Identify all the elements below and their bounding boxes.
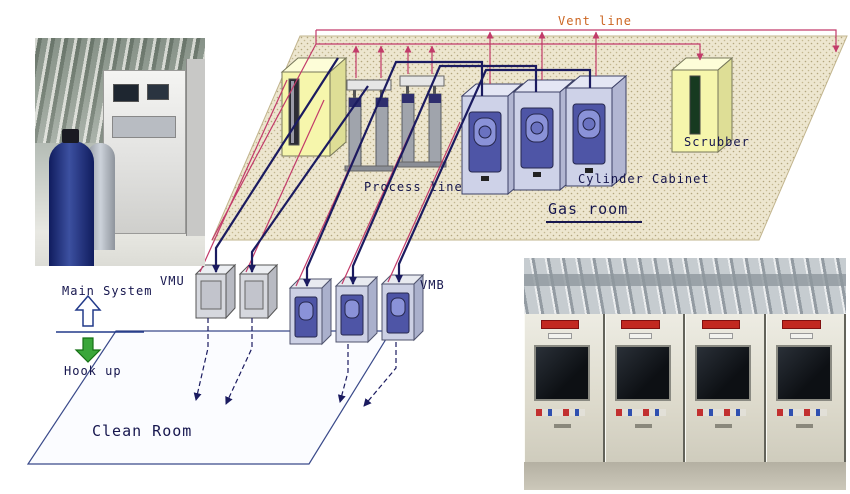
cylinder-cabinet-1 — [460, 82, 524, 196]
photo-cabinet-2 — [604, 313, 685, 463]
process-line-sticks — [344, 75, 447, 172]
photo-window — [534, 344, 591, 402]
hookup-dashed-lines — [193, 318, 397, 407]
main-system-label: Main System — [62, 284, 153, 298]
photo-cylinder-valve — [62, 129, 80, 143]
photo-indicators — [696, 408, 747, 417]
cylinder-cabinet-2 — [512, 78, 576, 192]
scrubber-cabinet — [670, 56, 734, 154]
photo-cabinet-3 — [685, 313, 766, 463]
cylinder-cabinet-label: Cylinder Cabinet — [578, 172, 710, 186]
photo-display-screen — [113, 83, 139, 102]
gas-cabinet-left — [280, 56, 348, 158]
photo-window — [695, 344, 752, 402]
photo-red-tag — [540, 319, 580, 329]
hook-up-label: Hook up — [64, 364, 122, 378]
process-lines — [212, 57, 592, 287]
process-line-label: Process line — [364, 180, 463, 194]
photo-floor — [524, 462, 846, 490]
vmb-label: VMB — [420, 278, 445, 292]
photo-control-panel — [111, 115, 177, 139]
photo-window — [614, 344, 671, 402]
photo-ceiling-pipes — [524, 258, 846, 314]
vent-line-label: Vent line — [558, 14, 633, 28]
vmb-box-3 — [380, 273, 425, 342]
photo-duct — [524, 274, 846, 286]
vmb-box-1 — [288, 277, 333, 346]
photo-white-tag — [789, 332, 813, 339]
hook-up-down-arrow-icon — [74, 337, 102, 363]
photo-window — [775, 344, 832, 402]
vent-lines — [199, 29, 840, 287]
photo-handle — [554, 423, 572, 428]
vmu-box-2 — [238, 263, 279, 320]
vmb-box-2 — [334, 275, 379, 344]
gas-room-label: Gas room — [546, 200, 643, 223]
photo-indicators — [535, 408, 586, 417]
legend-symbols — [56, 294, 144, 363]
photo-equipment-cabinet-side — [186, 58, 205, 237]
main-system-up-arrow-icon — [74, 294, 102, 327]
vmu-box-1 — [194, 263, 237, 320]
scrubber-label: Scrubber — [684, 135, 750, 149]
main-system-photo — [35, 38, 205, 266]
photo-blue-cylinder — [48, 140, 95, 266]
gas-cabinet-row-photo — [524, 258, 846, 490]
photo-handle — [715, 423, 733, 428]
photo-red-tag — [621, 319, 660, 329]
photo-handle — [634, 423, 652, 428]
photo-red-tag — [701, 319, 741, 329]
photo-cabinet-4 — [765, 313, 846, 463]
photo-display-screen-2 — [147, 83, 170, 100]
photo-handle — [795, 423, 813, 428]
photo-red-tag — [782, 319, 821, 329]
clean-room-label: Clean Room — [92, 422, 193, 440]
photo-white-tag — [548, 332, 572, 339]
photo-white-tag — [709, 332, 733, 339]
photo-cabinet-row — [524, 313, 846, 463]
photo-white-tag — [628, 332, 652, 339]
photo-cabinet-1 — [524, 313, 605, 463]
cylinder-cabinet-3 — [564, 74, 628, 188]
photo-indicators — [616, 408, 666, 417]
photo-indicators — [777, 408, 827, 417]
vmu-label: VMU — [160, 274, 185, 288]
